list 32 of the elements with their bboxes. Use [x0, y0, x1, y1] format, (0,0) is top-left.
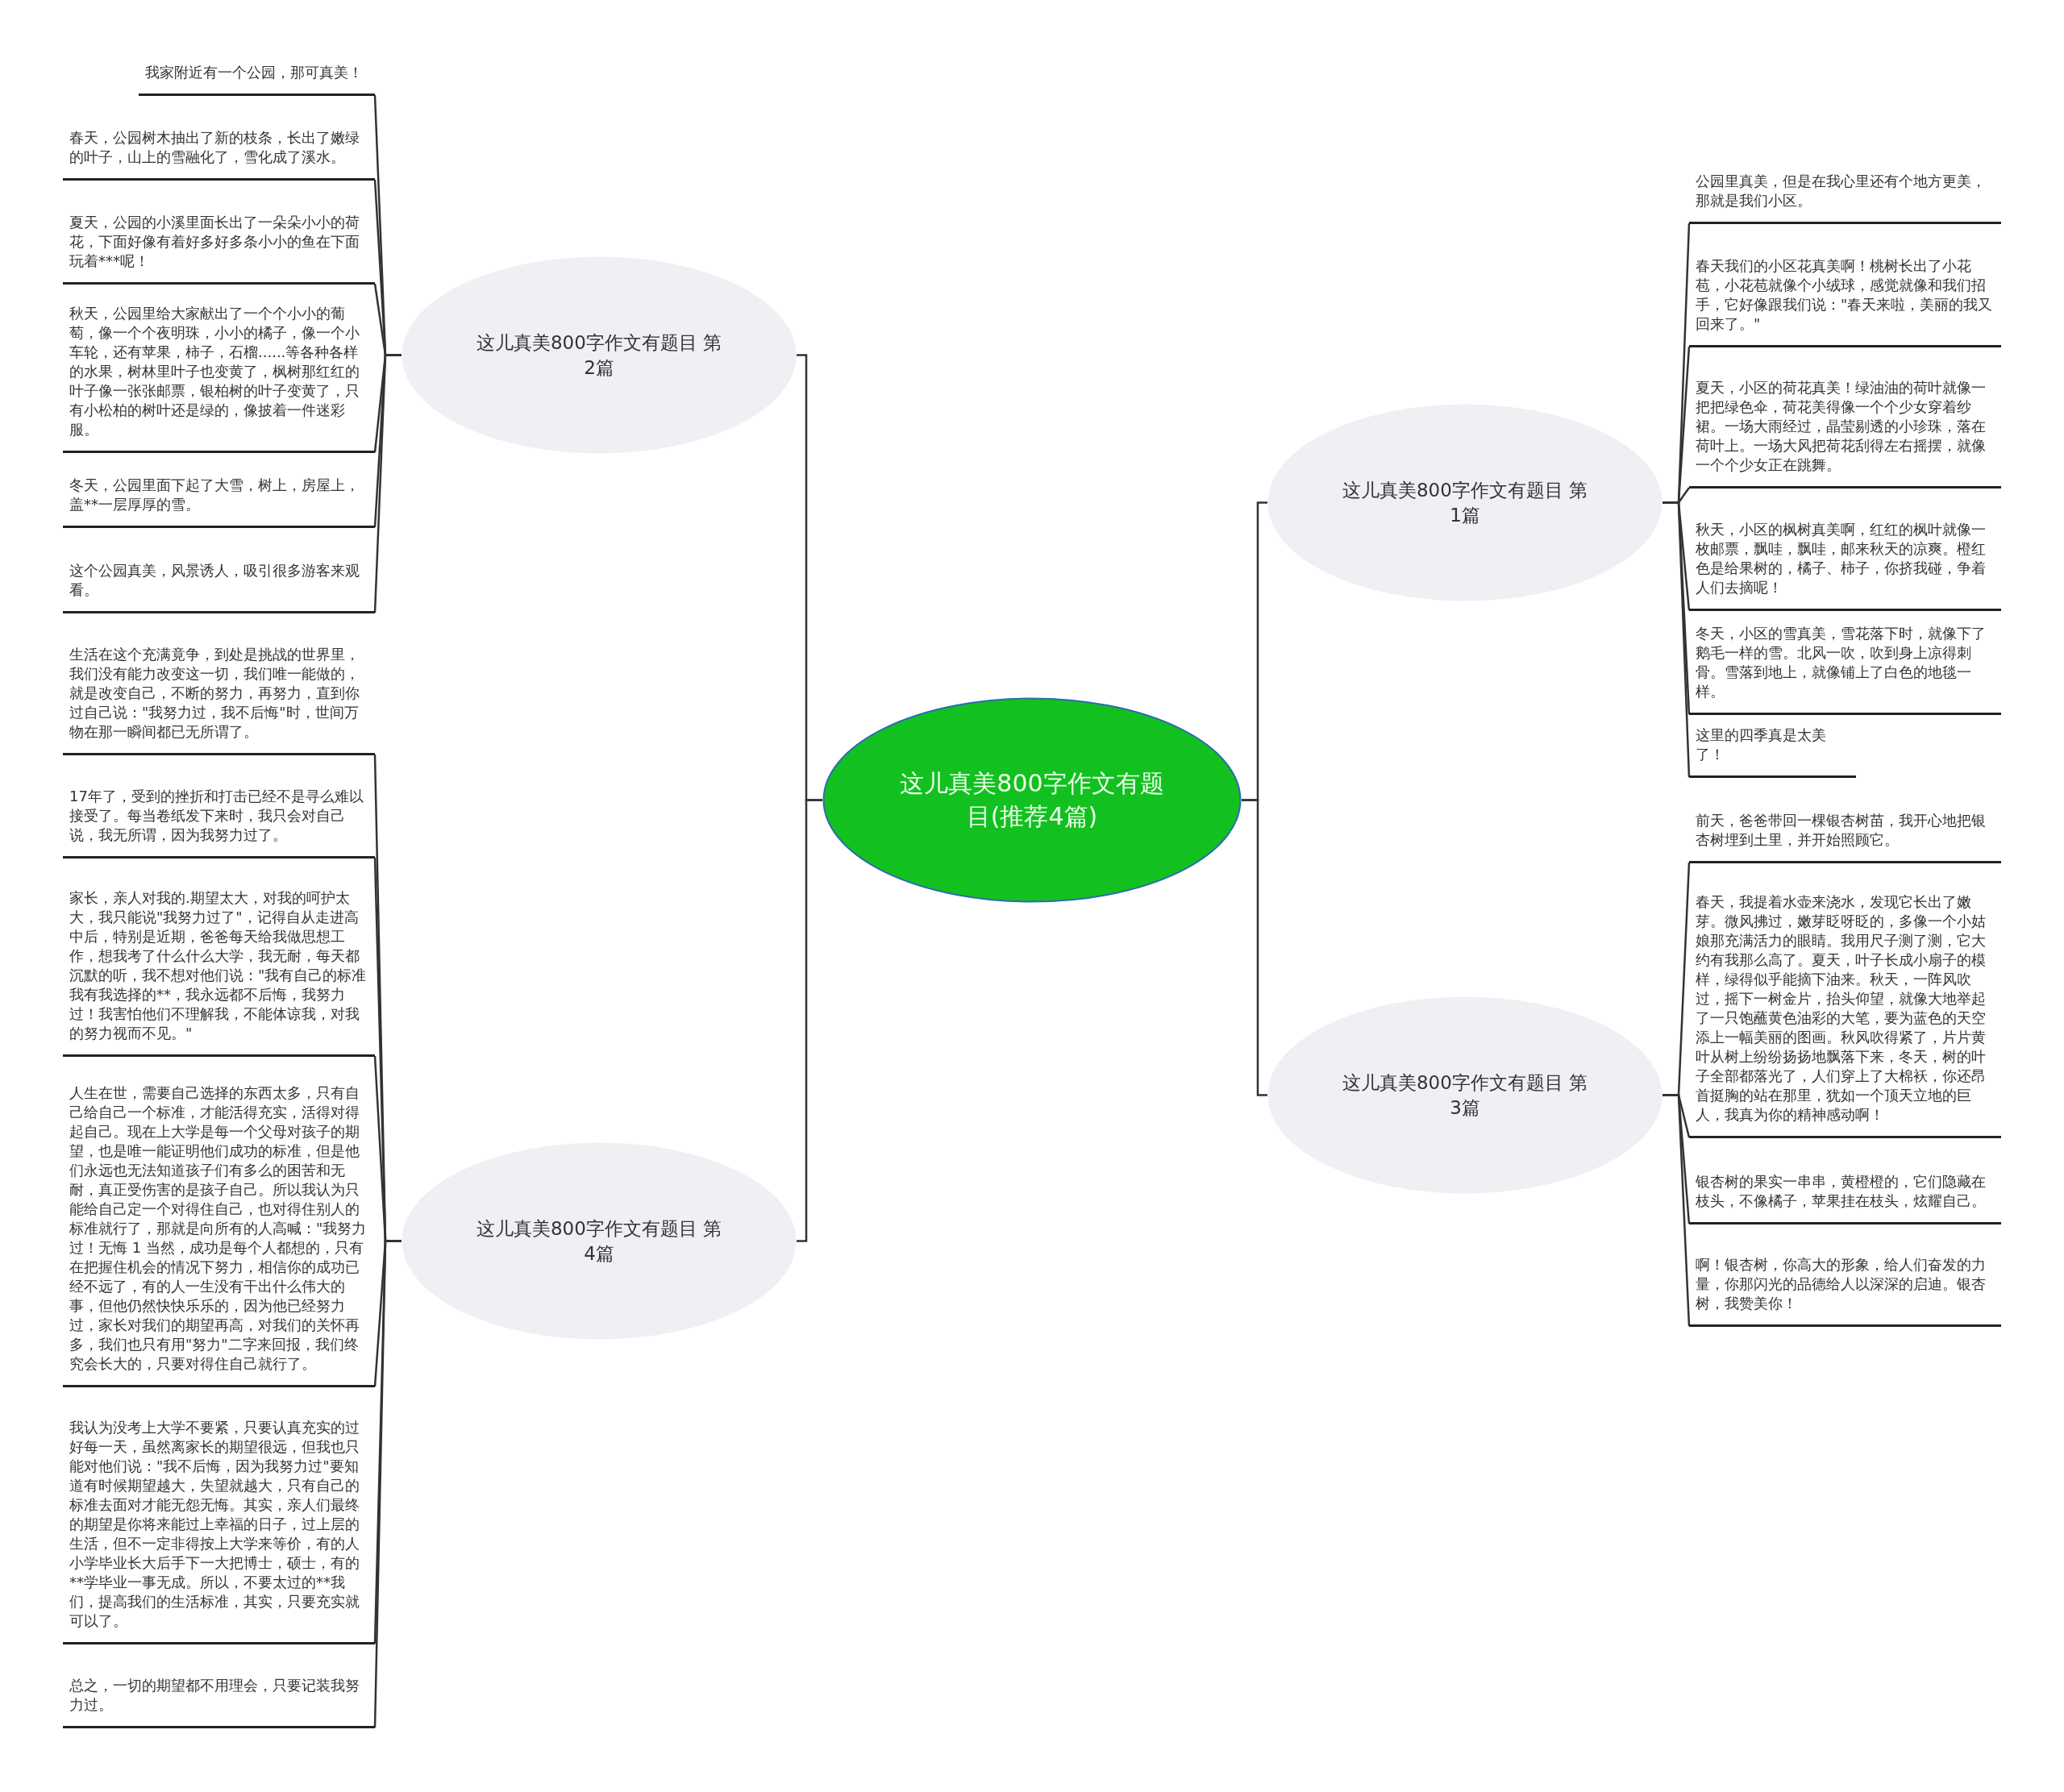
underlined-text: 春天，我提着水壶来浇水，发现它长出了嫩芽。微风拂过，嫩芽眨呀眨的，多像一个小姑娘那充满活力的眼睛。我用尺子测了测，它大约有我那么高了。夏天，叶子长成小扇子的模样，绿得似乎能摘下油来。秋天，一阵风吹过，摇下一树金片，抬头仰望，就像大地举起了一只饱蘸黄色油彩的大笔，要为蓝色的天空添上一幅美丽的图画。秋风吹得紧了，片片黄叶从树上纷纷扬扬地飘落下来，冬天，树的叶子全部都落光了，人们穿上了大棉袄，你还昂首挺胸的站在那里，犹如一个顶天立地的巨人，我真为你的精神感动啊！: [1689, 892, 2001, 1138]
connector-line: [1242, 799, 1267, 1096]
underlined-text: 夏天，小区的荷花真美！绿油油的荷叶就像一把把绿色伞，荷花美得像一个个少女穿着纱裙。一场大雨经过，晶莹剔透的小珍珠，落在荷叶上。一场大风把荷花刮得左右摇摆，就像一个个少女正在跳舞。: [1689, 378, 2001, 489]
underlined-text: 生活在这个充满竟争，到处是挑战的世界里，我们没有能力改变这一切，我们唯一能做的，就是改变自己，不断的努力，再努力，直到你过自己说："我努力过，我不后悔"时，世间万物在那一瞬间都已无所谓了。: [63, 645, 375, 755]
underlined-text: 17年了，受到的挫折和打击已经不是寻么难以接受了。每当卷纸发下来时，我只会对自己说，我无所谓，因为我努力过了。: [63, 787, 375, 859]
underlined-text: 春天我们的小区花真美啊！桃树长出了小花苞，小花苞就像个小绒球，感觉就像和我们招手，它好像跟我们说："春天来啦，美丽的我又回来了。": [1689, 256, 2001, 347]
underlined-text: 冬天，公园里面下起了大雪，树上，房屋上，盖**一层厚厚的雪。: [63, 476, 375, 528]
underlined-text: 这个公园真美，风景诱人，吸引很多游客来观看。: [63, 561, 375, 613]
connector-line: [1662, 501, 1691, 778]
underlined-text: 家长，亲人对我的.期望太大，对我的呵护太大，我只能说"我努力过了"，记得自从走进高中后，特别是近期，爸爸每天给我做思想工作，想我考了什么什么大学，我无耐，每天都沉默的听，我不想对他们说："我有自己的标准我有我选择的**，我永远都不后悔，我努力过！我害怕他们不理解我，不能体谅我，对我的努力视而不见。": [63, 888, 375, 1057]
central-topic-ellipse: 这儿真美800字作文有题目(推荐4篇): [822, 697, 1242, 903]
connector-line: [373, 354, 402, 613]
underlined-text: 啊！银杏树，你高大的形象，给人们奋发的力量，你那闪光的品德给人以深深的启迪。银杏树，我赞美你！: [1689, 1255, 2001, 1327]
underlined-text: 人生在世，需要自己选择的东西太多，只有自己给自己一个标准，才能活得充实，活得对得起自己。现在上大学是每一个父母对孩子的期望，也是唯一能证明他们成功的标准，但是他们永远也无法知道孩子们有多么的困苦和无耐，真正受伤害的是孩子自己。所以我认为只能给自己定一个对得住自己，也对得住别人的标准就行了，那就是向所有的人高喊："我努力过！无悔 1 当然，成功是每个人都想的，只有在把握住机会的情况下努力，相信你的成功已经不远了，有的人一生没有干出什么伟大的事，但他仍然快快乐乐的，因为他已经努力过，家长对我们的期望再高，对我们的关怀再多，我们也只有用"努力"二字来回报，我们终究会长大的，只要对得住自己就行了。: [63, 1083, 375, 1387]
underlined-text: 我家附近有一个公园，那可真美！: [139, 63, 375, 96]
connector-line: [797, 799, 822, 1242]
topic-ellipse: 这儿真美800字作文有题目 第1篇: [1267, 404, 1662, 601]
topic-ellipse: 这儿真美800字作文有题目 第2篇: [402, 256, 797, 454]
underlined-text: 前天，爸爸带回一棵银杏树苗，我开心地把银杏树埋到土里，并开始照顾它。: [1689, 811, 2001, 863]
underlined-text: 秋天，公园里给大家献出了一个个小小的葡萄，像一个个夜明珠，小小的橘子，像一个小车轮，还有苹果，柿子，石榴......等各种各样的水果，树林里叶子也变黄了，枫树那红红的叶子像一张张邮票，银柏树的叶子变黄了，只有小松柏的树叶还是绿的，像披着一件迷彩服。: [63, 304, 375, 453]
connector-line: [1662, 1094, 1691, 1327]
topic-ellipse: 这儿真美800字作文有题目 第3篇: [1267, 996, 1662, 1194]
underlined-text: 银杏树的果实一串串，黄橙橙的，它们隐藏在枝头，不像橘子，苹果挂在枝头，炫耀自己。: [1689, 1172, 2001, 1224]
underlined-text: 公园里真美，但是在我心里还有个地方更美，那就是我们小区。: [1689, 172, 2001, 224]
underlined-text: 秋天，小区的枫树真美啊，红红的枫叶就像一枚邮票，飘哇，飘哇，邮来秋天的凉爽。橙红色是给果树的，橘子、柿子，你挤我碰，争着人们去摘呢！: [1689, 520, 2001, 611]
underlined-text: 春天，公园树木抽出了新的枝条，长出了嫩绿的叶子，山上的雪融化了，雪化成了溪水。: [63, 128, 375, 181]
topic-ellipse: 这儿真美800字作文有题目 第4篇: [402, 1142, 797, 1340]
underlined-text: 总之，一切的期望都不用理会，只要记装我努力过。: [63, 1676, 375, 1728]
underlined-text: 冬天，小区的雪真美，雪花落下时，就像下了鹅毛一样的雪。北风一吹，吹到身上凉得刺骨。雪落到地上，就像铺上了白色的地毯一样。: [1689, 624, 2001, 715]
underlined-text: 我认为没考上大学不要紧，只要认真充实的过好每一天，虽然离家长的期望很远，但我也只能对他们说："我不后悔，因为我努力过"要知道有时候期望越大，失望就越大，只有自己的标准去面对才能无怨无悔。其实，亲人们最终的期望是你将来能过上幸福的日子，过上层的生活，但不一定非得按上大学来等价，有的人小学毕业长大后手下一大把博士，硕士，有的**学毕业一事无成。所以，不要太过的**我们，提高我们的生活标准，其实，只要充实就可以了。: [63, 1418, 375, 1644]
underlined-text: 夏天，公园的小溪里面长出了一朵朵小小的荷花，下面好像有着好多好多条小小的鱼在下面玩着***呢！: [63, 213, 375, 285]
underlined-text: 这里的四季真是太美了！: [1689, 726, 1856, 778]
